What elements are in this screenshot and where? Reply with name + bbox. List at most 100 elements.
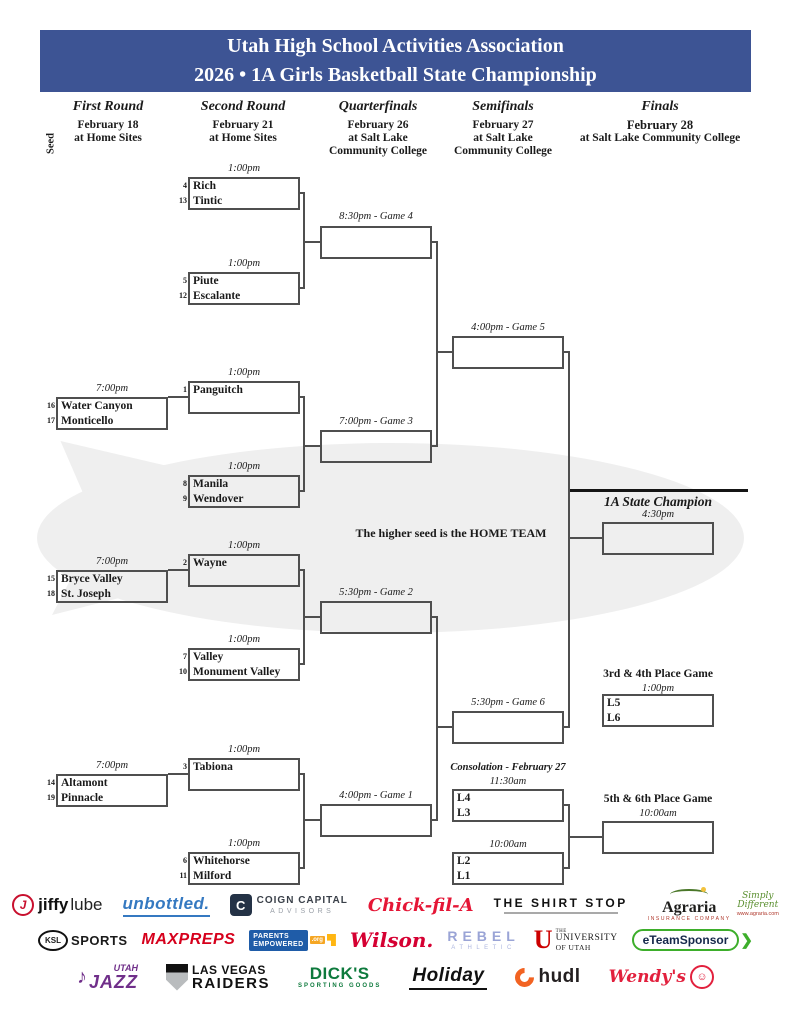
round-title: Quarterfinals bbox=[338, 99, 418, 114]
game-time: 1:00pm bbox=[227, 461, 261, 472]
raiders-las-vegas-text: LAS VEGAS bbox=[191, 962, 266, 977]
bracket-connector bbox=[300, 663, 305, 665]
rebel-text: REBEL bbox=[447, 928, 520, 944]
match-consolation-2: L2 L1 bbox=[452, 852, 564, 885]
team-name: L5 bbox=[607, 697, 621, 709]
eteamsponsor-swoosh-icon: ❯ bbox=[740, 932, 753, 949]
parents-empowered-text-1: PARENTS bbox=[253, 932, 290, 940]
seed-number: 10 bbox=[179, 666, 187, 676]
team-row bbox=[190, 775, 298, 790]
column-header-finals: Finals February 28 at Salt Lake Communit… bbox=[560, 99, 760, 145]
match-box bbox=[320, 601, 432, 634]
final-game-time: 4:30pm bbox=[641, 509, 675, 520]
dicks-text: DICK'S bbox=[309, 964, 370, 983]
bracket-connector bbox=[300, 287, 305, 289]
unbottled-text: unbottled. bbox=[122, 894, 210, 917]
game-label-1: 4:00pm - Game 1 bbox=[339, 790, 413, 801]
title-banner: Utah High School Activities Association … bbox=[40, 30, 751, 92]
eteamsponsor-text: eTeamSponsor bbox=[631, 929, 740, 951]
seed-number: 2 bbox=[183, 558, 187, 567]
shirt-stop-logo: THE SHIRT STOP bbox=[494, 897, 628, 914]
seed-number: 6 bbox=[183, 856, 187, 865]
rebel-subtext: ATHLETIC bbox=[451, 945, 516, 951]
hudl-text: hudl bbox=[538, 966, 581, 987]
team-name: L1 bbox=[457, 869, 471, 882]
team-name: St. Joseph bbox=[61, 587, 111, 600]
sponsor-row-2: KSL SPORTS MAXPREPS PARENTS EMPOWERED .o… bbox=[38, 924, 753, 956]
team-row: L1 bbox=[454, 869, 562, 884]
team-name: Tintic bbox=[193, 194, 223, 207]
team-name: Manila bbox=[193, 478, 229, 490]
seed-number: 12 bbox=[179, 290, 187, 300]
round-date: February 21 bbox=[212, 119, 274, 131]
bracket-connector bbox=[436, 241, 438, 447]
wilson-logo: Wilson. bbox=[350, 928, 433, 952]
sponsor-logos: J jiffy lube unbottled. C COIGN CAPITAL … bbox=[12, 886, 779, 998]
agraria-tagline-2: Different bbox=[737, 900, 779, 911]
bracket-connector bbox=[438, 726, 452, 728]
bracket-connector bbox=[303, 773, 305, 869]
consolation-game1-time: 11:30am bbox=[489, 776, 527, 787]
sponsor-row-1: J jiffy lube unbottled. C COIGN CAPITAL … bbox=[12, 886, 779, 924]
round-date: February 28 bbox=[626, 118, 694, 132]
match-box bbox=[602, 522, 714, 555]
team-name: Altamont bbox=[61, 777, 108, 789]
match-quarterfinal-game4 bbox=[320, 226, 432, 259]
team-name: Wendover bbox=[193, 492, 244, 505]
match-box: L4 L3 bbox=[452, 789, 564, 822]
bracket-connector bbox=[432, 616, 438, 618]
round-title: Second Round bbox=[200, 99, 286, 114]
match-box: L2 L1 bbox=[452, 852, 564, 885]
team-name: Pinnacle bbox=[61, 791, 104, 804]
bracket-connector bbox=[564, 804, 570, 806]
seed-number: 18 bbox=[47, 588, 55, 598]
jazz-utah-text: UTAH bbox=[113, 962, 138, 973]
round-venue: at Salt Lake bbox=[348, 132, 408, 144]
match-quarterfinal-game2 bbox=[320, 601, 432, 634]
match-box bbox=[602, 821, 714, 854]
bracket-connector bbox=[300, 490, 305, 492]
maxpreps-text: MAXPREPS bbox=[141, 931, 236, 948]
round-venue: at Salt Lake bbox=[473, 132, 533, 144]
utah-jazz-logo: ♪ UTAH JAZZ bbox=[77, 962, 138, 991]
round-venue: at Home Sites bbox=[209, 132, 277, 144]
bracket-connector bbox=[300, 192, 305, 194]
team-name: Milford bbox=[193, 869, 232, 882]
coign-capital-logo: C COIGN CAPITAL ADVISORS bbox=[229, 894, 348, 916]
seed-number: 1 bbox=[183, 385, 187, 394]
utah-shape-icon bbox=[326, 934, 336, 946]
bracket-connector bbox=[305, 616, 320, 618]
consolation-game2-time: 10:00am bbox=[489, 839, 527, 850]
shirt-stop-text: THE SHIRT STOP bbox=[493, 895, 628, 910]
team-name: L4 bbox=[457, 792, 471, 804]
seed-number: 16 bbox=[47, 401, 55, 410]
bracket-connector bbox=[168, 396, 188, 398]
sponsor-row-3: ♪ UTAH JAZZ LAS VEGAS RAIDERS DICK'S SPO… bbox=[40, 956, 751, 998]
holiday-text: Holiday bbox=[409, 965, 488, 990]
match-fifth-place bbox=[602, 821, 714, 854]
chick-fil-a-logo: Chick-fil-A bbox=[368, 895, 474, 916]
team-name: Tabiona bbox=[193, 761, 233, 773]
agraria-text: Agraria bbox=[662, 898, 717, 916]
seed-number: 14 bbox=[47, 778, 55, 787]
title-line-2: 2026 • 1A Girls Basketball State Champio… bbox=[194, 64, 597, 86]
uofu-university: UNIVERSITY bbox=[555, 932, 618, 943]
hudl-logo: hudl bbox=[511, 963, 581, 991]
